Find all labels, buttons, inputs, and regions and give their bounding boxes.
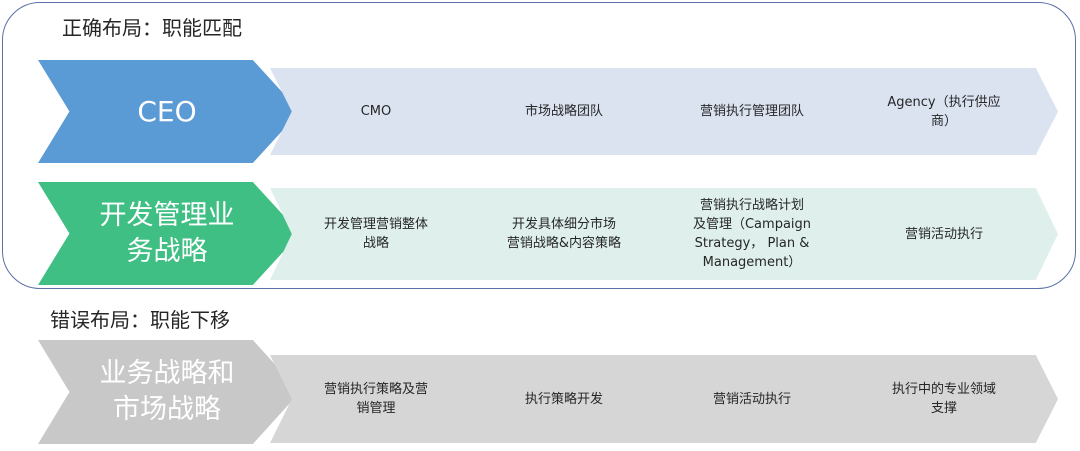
row1-step-2: 市场战略团队 — [458, 68, 676, 155]
row3-step-1: 营销执行策略及营 销管理 — [270, 355, 488, 443]
row2-step-1-label: 开发管理营销整体 战略 — [323, 217, 428, 251]
row3-step-4-label: 执行中的专业领域 支撑 — [891, 382, 996, 416]
business-strategy-label: 开发管理业 务战略 — [99, 199, 235, 267]
row1-step-1-label: CMO — [360, 104, 392, 119]
wrong-strategy-chevron: 业务战略和 市场战略 — [38, 340, 300, 444]
row3-step-4: 执行中的专业领域 支撑 — [836, 355, 1058, 443]
correct-layout-title: 正确布局：职能匹配 — [62, 16, 242, 40]
ceo-chevron: CEO — [38, 60, 300, 163]
row1-step-3-label: 营销执行管理团队 — [699, 104, 804, 119]
row1-step-4-label: Agency（执行供应 商） — [887, 94, 1001, 129]
row2-step-3-label: 营销执行战略计划 及管理（Campaign Strategy， Plan & M… — [692, 198, 812, 270]
row3-step-1-label: 营销执行策略及营 销管理 — [323, 382, 428, 416]
row2-step-4-label: 营销活动执行 — [904, 226, 983, 242]
row2-step-3: 营销执行战略计划 及管理（Campaign Strategy， Plan & M… — [646, 188, 864, 280]
row2-step-2-label: 开发具体细分市场 营销战略&内容策略 — [506, 217, 622, 251]
business-strategy-chevron: 开发管理业 务战略 — [38, 182, 300, 285]
ceo-label: CEO — [137, 95, 197, 128]
row3-step-2-label: 执行策略开发 — [524, 391, 603, 407]
row1-step-3: 营销执行管理团队 — [646, 68, 864, 155]
correct-layout-frame — [2, 2, 1076, 289]
row3-step-3-label: 营销活动执行 — [712, 391, 791, 407]
wrong-strategy-label: 业务战略和 市场战略 — [99, 358, 235, 425]
row1-step-1: CMO — [270, 68, 488, 155]
row2-step-4: 营销活动执行 — [836, 188, 1058, 280]
row2-step-2: 开发具体细分市场 营销战略&内容策略 — [458, 188, 676, 280]
wrong-layout-title: 错误布局：职能下移 — [50, 308, 230, 332]
row1-step-4: Agency（执行供应 商） — [836, 68, 1058, 155]
row1-step-2-label: 市场战略团队 — [524, 104, 603, 119]
row2-step-1: 开发管理营销整体 战略 — [270, 188, 488, 280]
row3-step-3: 营销活动执行 — [646, 355, 864, 443]
row3-step-2: 执行策略开发 — [458, 355, 676, 443]
